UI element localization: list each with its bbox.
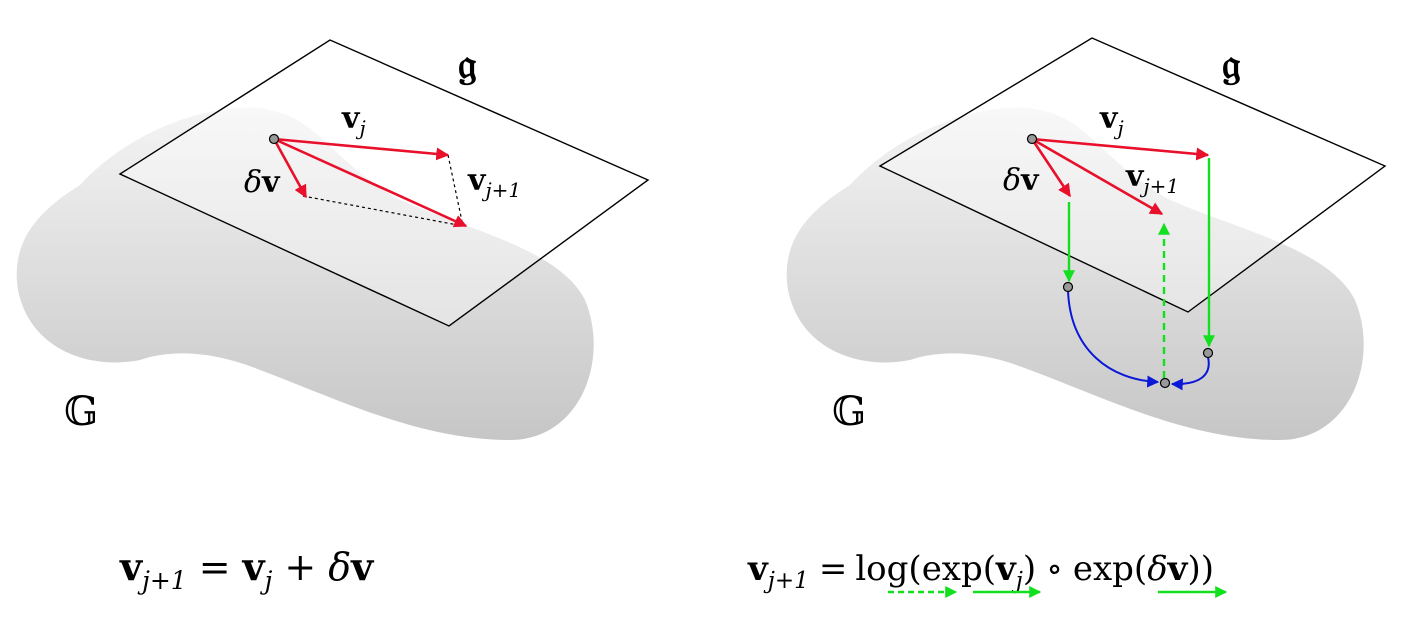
left-panel: 𝔤 𝔾 vj δv vj+1 vj+1=vj+δv	[16, 39, 650, 595]
left-vj-arrow	[273, 137, 450, 161]
right-tangent-plane	[878, 37, 1387, 313]
left-vj1-label: vj+1	[467, 163, 521, 202]
right-geodesic-2	[1170, 356, 1210, 391]
left-origin-point	[268, 133, 280, 145]
right-exp-dv-point	[1062, 281, 1074, 293]
left-group-label: 𝔾	[64, 389, 98, 435]
right-composition-point	[1159, 377, 1171, 389]
left-dv-label: δv	[244, 165, 281, 200]
left-vj-label: vj	[341, 101, 366, 140]
right-geodesic-1	[1067, 289, 1160, 388]
left-equation: vj+1=vj+δv	[119, 544, 375, 595]
left-lie-algebra-label: 𝔤	[458, 39, 477, 88]
right-lie-algebra-label: 𝔤	[1222, 39, 1241, 88]
left-dashed-side-2	[447, 154, 464, 227]
left-tangent-plane	[118, 39, 650, 327]
left-vj1-arrow	[273, 137, 468, 228]
left-manifold-blob	[16, 107, 594, 440]
right-exp-vj-point	[1202, 347, 1214, 359]
right-origin-point	[1026, 133, 1038, 145]
right-dv-label: δv	[1003, 163, 1040, 198]
right-group-label: 𝔾	[832, 389, 866, 435]
right-panel: 𝔤 𝔾 vj δv vj+1 vj+1=log(exp(vj)∘exp(δv))	[747, 37, 1387, 598]
right-equation: vj+1=log(exp(vj)∘exp(δv))	[747, 549, 1214, 594]
right-vj-label: vj	[1099, 101, 1124, 140]
left-dv-arrow	[272, 138, 308, 199]
right-dv-arrow	[1030, 138, 1072, 198]
right-vj-arrow	[1031, 137, 1210, 161]
right-vj1-arrow	[1031, 137, 1164, 216]
right-vj1-label: vj+1	[1125, 159, 1179, 198]
